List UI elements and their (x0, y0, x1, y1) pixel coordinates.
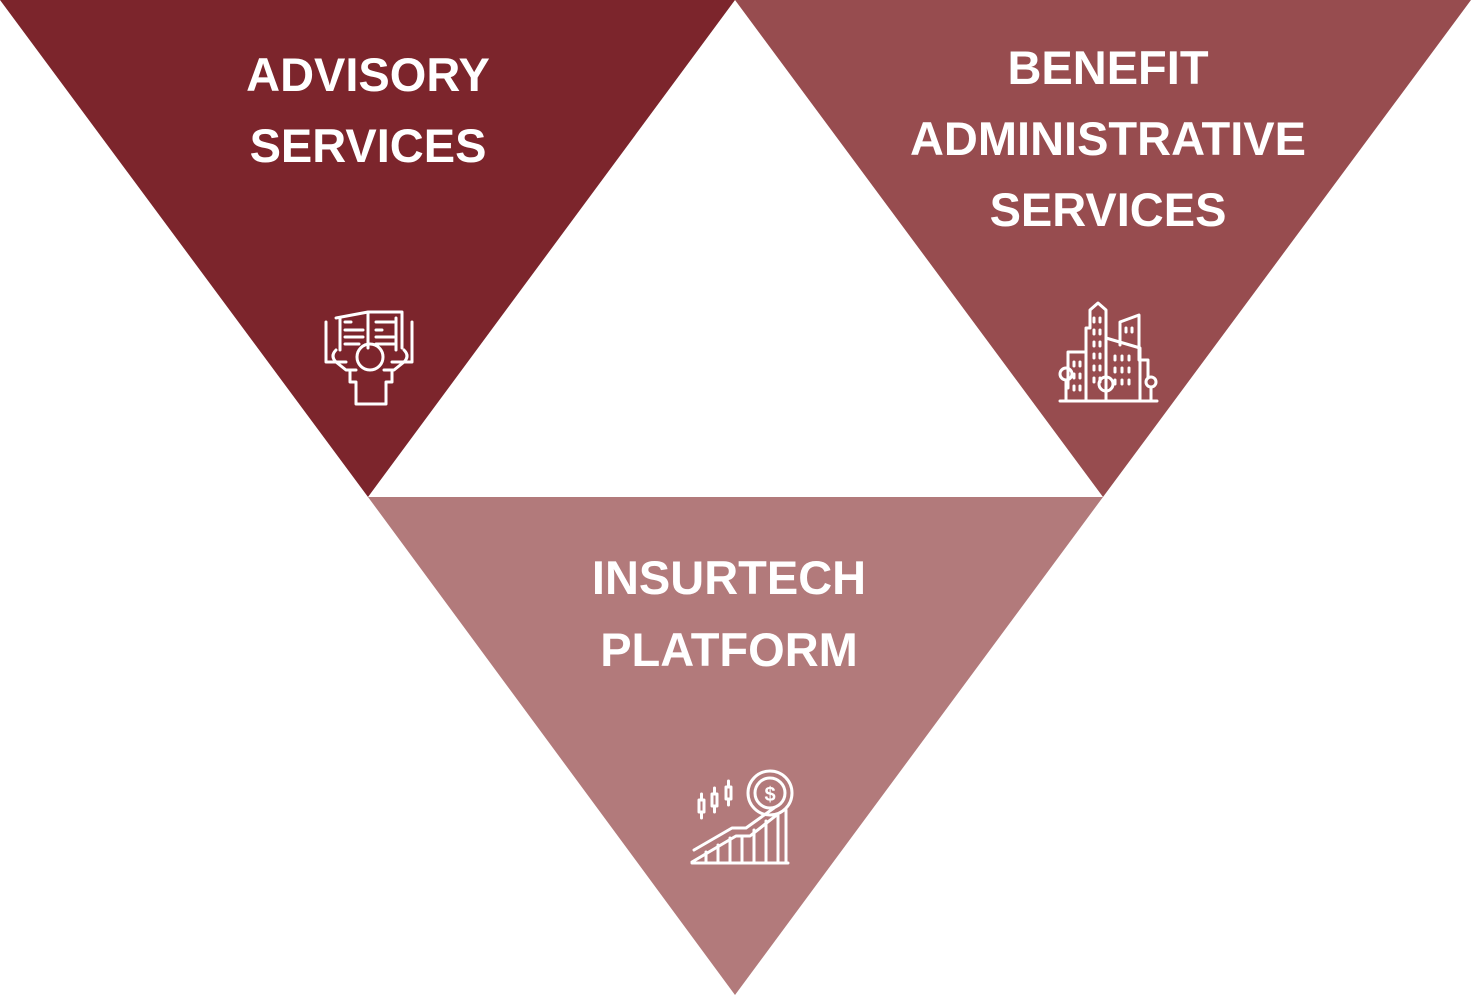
insurtech-title-line-2: PLATFORM (600, 623, 858, 676)
growth-chart-dollar-icon: $ (690, 769, 794, 865)
segment-benefit: BENEFIT ADMINISTRATIVE SERVICES (735, 0, 1471, 497)
triangle-benefit (735, 0, 1471, 497)
reader-with-book-icon (324, 310, 414, 406)
benefit-title-line-1: BENEFIT (1007, 41, 1208, 94)
city-buildings-icon (1058, 301, 1159, 403)
benefit-title-line-3: SERVICES (990, 183, 1227, 236)
advisory-title-line-1: ADVISORY (246, 48, 490, 101)
segment-insurtech: INSURTECH PLATFORM $ (368, 497, 1103, 995)
advisory-title-line-2: SERVICES (250, 119, 487, 172)
insurtech-title-line-1: INSURTECH (592, 551, 866, 604)
triangle-insurtech (368, 497, 1103, 995)
segment-advisory: ADVISORY SERVICES (0, 0, 735, 497)
benefit-title-line-2: ADMINISTRATIVE (910, 112, 1306, 165)
triangle-advisory (0, 0, 735, 497)
svg-text:$: $ (764, 784, 775, 806)
